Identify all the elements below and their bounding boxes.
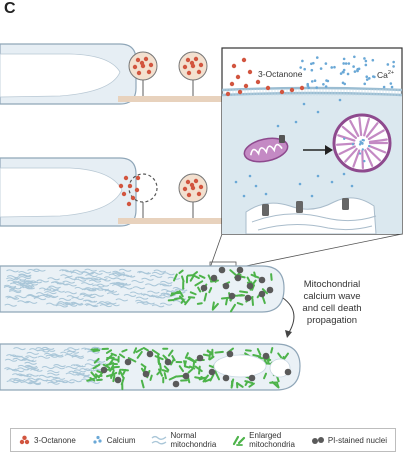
legend-item-normal-mito: Normal mitochondria <box>151 431 216 449</box>
octanone-label: 3-Octanone <box>258 69 303 79</box>
lower-hypha-inner <box>0 167 123 218</box>
endoplasmic-reticulum <box>245 197 377 234</box>
burst-knob <box>128 173 158 203</box>
normal-mito-icon <box>152 435 167 445</box>
swelling-arrow <box>303 145 333 155</box>
legend-label: Calcium <box>106 435 136 445</box>
caption-line: Mitochondrial <box>303 279 361 290</box>
legend-item-pi-nuclei: PI-stained nuclei <box>311 435 387 445</box>
legend-label: 3-Octanone <box>34 435 76 445</box>
calcium-dots-icon <box>93 435 102 444</box>
octanone-dots-icon <box>19 435 30 445</box>
extracellular-octanone <box>225 57 305 97</box>
upper-stalk-bar <box>118 96 226 102</box>
hypha-stage-2 <box>0 343 301 391</box>
upper-hypha-group <box>0 43 226 105</box>
plasma-membrane <box>222 86 402 97</box>
legend-label: Normal mitochondria <box>170 431 217 449</box>
swollen-mitochondrion <box>332 113 392 173</box>
legend-label: PI-stained nuclei <box>327 435 387 445</box>
caption-line: calcium wave <box>303 291 361 302</box>
legend-item-enlarged-mito: Enlarged mitochondria <box>232 431 295 449</box>
lower-hypha-group <box>0 157 226 227</box>
upper-hypha-inner <box>0 53 121 98</box>
lower-stalk-bar <box>118 218 226 224</box>
hypha-stage-1 <box>0 265 285 313</box>
calcium-ions <box>234 55 395 198</box>
zoom-connector-left <box>209 233 223 269</box>
knob-octanone-dots <box>182 56 204 76</box>
propagation-arrow <box>282 297 295 338</box>
calcium-ion-label: Ca2+ <box>377 70 395 80</box>
legend: 3-Octanone Calcium Normal mitochondria E… <box>10 428 396 452</box>
caption-line: propagation <box>306 315 358 326</box>
legend-item-calcium: Calcium <box>92 435 136 445</box>
panel-letter: C <box>4 0 16 17</box>
propagation-caption: Mitochondrial calcium wave and cell deat… <box>286 279 378 327</box>
released-octanone <box>118 175 141 207</box>
nuclei-dots-icon <box>311 437 324 444</box>
small-mitochondrion <box>243 135 289 163</box>
knob-octanone-dots <box>182 178 204 198</box>
enlarged-mito-icon <box>233 435 246 446</box>
legend-label: Enlarged mitochondria <box>249 431 295 449</box>
caption-line: and cell death <box>302 303 362 314</box>
knob-octanone-dots <box>132 56 154 76</box>
cell-zoom-panel <box>221 47 403 235</box>
zoom-connector-right <box>235 233 403 269</box>
legend-item-octanone: 3-Octanone <box>19 435 76 445</box>
